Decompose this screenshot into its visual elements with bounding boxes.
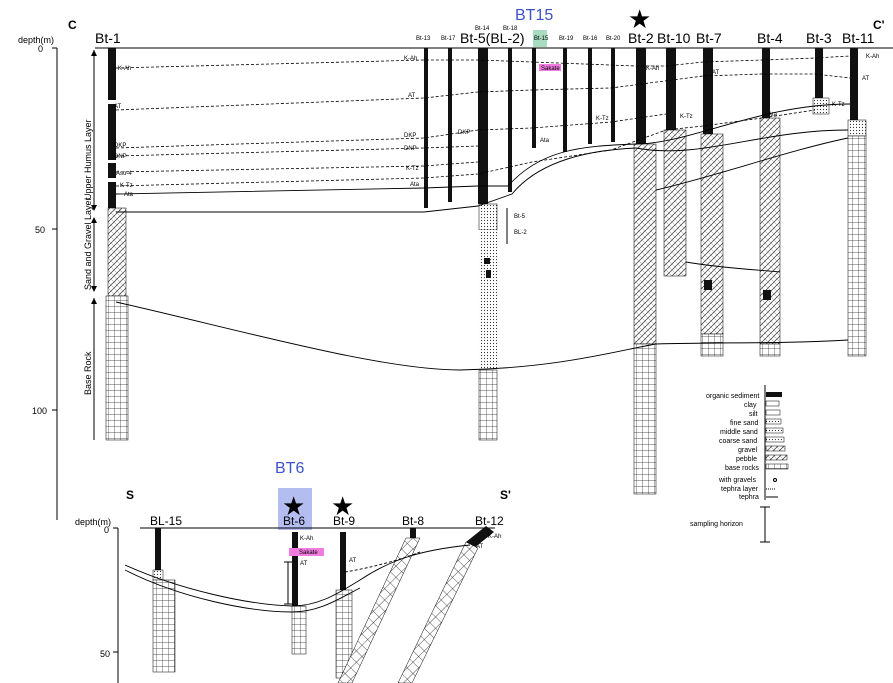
legend-item: fine sand <box>730 420 759 427</box>
layer-base-rock: Base Rock <box>83 351 93 395</box>
lower-section: BT6 ★ ★ S S' depth(m) 0 50 BL-15 Bt-6 Bt… <box>75 460 511 683</box>
legend-item: silt <box>749 411 758 418</box>
section-start-label: S <box>126 488 134 502</box>
borehole-label: Bt-11 <box>842 30 875 46</box>
tephra-label: K-Ah <box>118 66 131 72</box>
tick-100: 100 <box>32 406 47 416</box>
sakate-label: Sakate <box>299 550 318 556</box>
borehole-label: Bt-10 <box>657 30 691 46</box>
legend-item: tephra <box>739 494 759 501</box>
bl-label-bt5: Bt-5 <box>514 214 526 220</box>
tephra-label: K-Ah <box>404 56 417 62</box>
layer-sand-gravel: Sand and Gravel Layer <box>83 197 93 290</box>
borehole-label: Bt-7 <box>696 30 722 46</box>
tephra-label: Ata <box>768 112 778 118</box>
borehole-column-bt7 <box>701 48 723 356</box>
tephra-label: K-Ah <box>300 536 313 542</box>
borehole-column-bt11 <box>848 48 866 356</box>
legend-item: with gravels <box>718 477 756 484</box>
borehole-label: Bt-8 <box>402 514 424 528</box>
tephra-label: DKP <box>404 133 416 139</box>
borehole-label: Bt-17 <box>441 36 456 42</box>
borehole-label: Bt-18 <box>503 26 518 32</box>
tephra-label: DNP <box>404 146 417 152</box>
borehole-label: Bt-15 <box>534 36 549 42</box>
borehole-label: Bt-16 <box>583 36 598 42</box>
tephra-label: K-Tz <box>596 116 609 122</box>
tephra-label: Aso-4 <box>116 171 132 177</box>
legend-swatches <box>766 392 788 497</box>
tephra-label: K-Tz <box>832 102 845 108</box>
bl-label-bl2: BL-2 <box>514 230 527 236</box>
borehole-label: Bt-13 <box>416 36 431 42</box>
borehole-label: Bt-4 <box>757 30 783 46</box>
tephra-label: K-Ah <box>646 66 659 72</box>
bt15-label: BT15 <box>515 7 553 24</box>
legend-item: coarse sand <box>719 438 757 445</box>
tick-0: 0 <box>38 44 43 54</box>
tephra-label: Ata <box>124 192 134 198</box>
borehole-label: Bt-1 <box>95 30 121 46</box>
borehole-label: Bt-9 <box>333 514 355 528</box>
legend-item: base rocks <box>725 465 759 472</box>
tephra-label: AT <box>349 558 357 564</box>
tephra-label: K-Ah <box>488 534 501 540</box>
borehole-label: BL-15 <box>150 514 182 528</box>
tick-50: 50 <box>100 649 110 659</box>
tephra-label: K-Tz <box>120 183 133 189</box>
section-start-label: C <box>68 18 77 32</box>
borehole-label: Bt-3 <box>806 30 832 46</box>
legend: organic sediment clay silt fine sand mid… <box>690 385 788 542</box>
tick-0: 0 <box>104 525 109 535</box>
borehole-column-bt2 <box>634 48 656 494</box>
borehole-label: Bt-6 <box>283 514 305 528</box>
tephra-label: AT <box>862 76 870 82</box>
legend-item: middle sand <box>720 429 758 436</box>
section-end-label: S' <box>500 488 511 502</box>
tephra-label: AT <box>476 544 484 550</box>
legend-item: organic sediment <box>706 393 759 400</box>
tephra-label: Ata <box>410 182 420 188</box>
borehole-labels: Bt-1 Bt-13 Bt-17 Bt-14 Bt-5(BL-2) Bt-18 … <box>95 26 875 46</box>
tick-50: 50 <box>35 225 45 235</box>
legend-item: tephra layer <box>721 486 759 493</box>
bt6-label: BT6 <box>275 460 304 477</box>
tephra-label: K-Ah <box>866 54 879 60</box>
tephra-label: Ata <box>540 138 550 144</box>
tephra-label: AT <box>408 93 416 99</box>
borehole-column-bt10 <box>664 48 686 276</box>
tephra-label: DNP <box>114 154 127 160</box>
borehole-label: Bt-19 <box>559 36 574 42</box>
borehole-column-bt4 <box>760 48 780 356</box>
tephra-label: K-Tz <box>680 114 693 120</box>
borehole-columns-middle: Sakate Bt-5 BL-2 <box>424 48 615 440</box>
borehole-label: Bt-2 <box>628 30 654 46</box>
tephra-label: AT <box>300 561 308 567</box>
legend-sampling: sampling horizon <box>690 521 743 528</box>
tephra-label: AT <box>114 104 122 110</box>
legend-item: pebble <box>736 456 757 463</box>
tephra-label: DKP <box>458 130 470 136</box>
legend-item: clay <box>744 402 757 409</box>
sakate-label: Sakate <box>541 66 560 72</box>
upper-section: BT15 ★ C C' depth(m) 0 50 100 Upper Humu… <box>18 4 893 520</box>
legend-item: gravel <box>738 447 758 454</box>
tephra-label: AT <box>712 70 720 76</box>
borehole-label: Bt-20 <box>606 36 621 42</box>
section-end-label: C' <box>873 18 885 32</box>
tephra-label: DKP <box>114 143 126 149</box>
tephra-label: K-Tz <box>406 166 419 172</box>
borehole-label: Bt-12 <box>475 514 504 528</box>
borehole-label: Bt-5(BL-2) <box>460 30 525 46</box>
layer-brackets: Upper Humus Layer Sand and Gravel Layer … <box>83 50 97 440</box>
depth-axis-title: depth(m) <box>18 35 54 45</box>
layer-upper-humus: Upper Humus Layer <box>83 119 93 200</box>
